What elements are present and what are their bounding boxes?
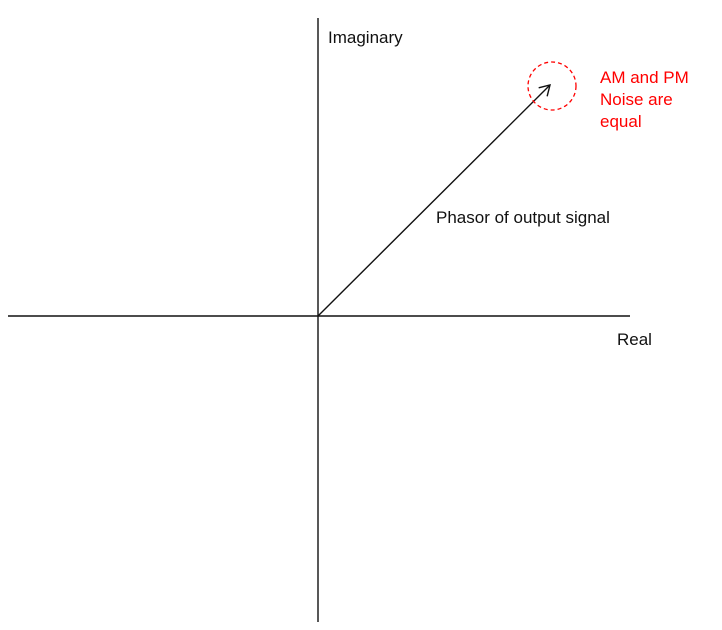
noise-line-3: equal [600, 112, 642, 131]
real-axis-label: Real [617, 330, 652, 349]
phasor-arrow [317, 84, 551, 317]
imaginary-axis-label: Imaginary [328, 28, 403, 47]
noise-circle [527, 61, 577, 111]
phasor-label: Phasor of output signal [436, 208, 610, 227]
noise-annotation: AM and PM Noise are equal [600, 67, 722, 133]
noise-line-1: AM and PM [600, 68, 689, 87]
noise-line-2: Noise are [600, 90, 673, 109]
